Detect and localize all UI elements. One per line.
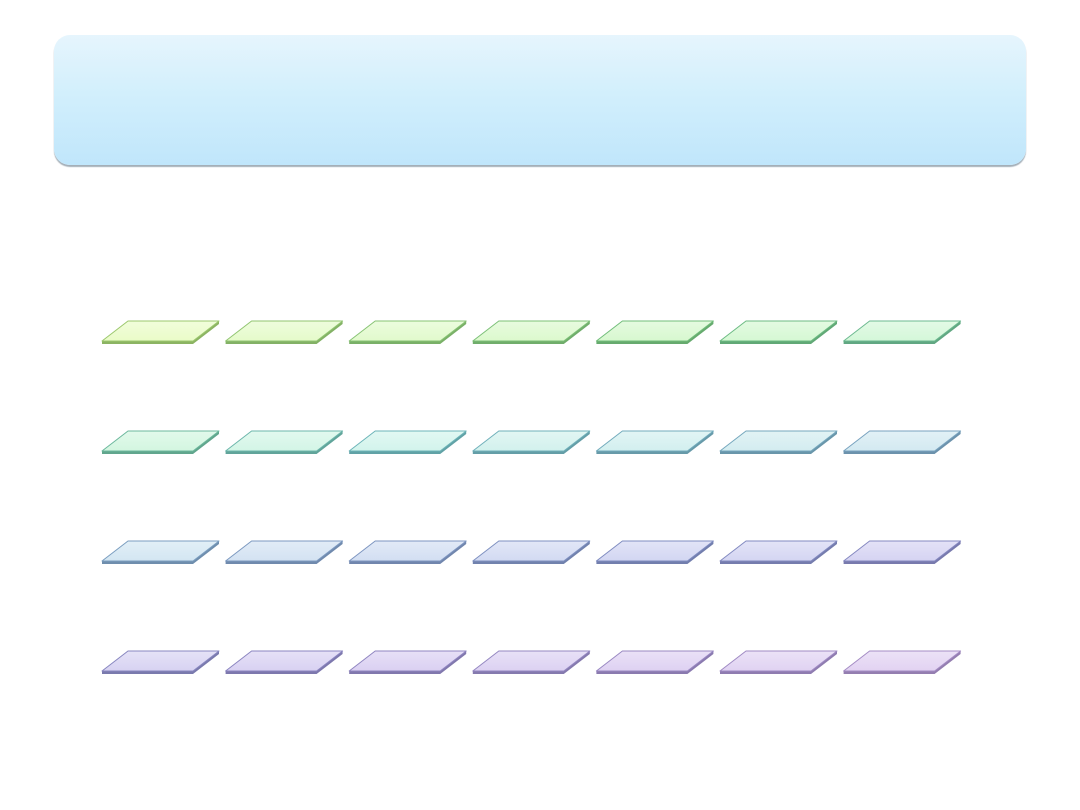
- parallelogram-tile-face: [472, 320, 591, 342]
- parallelogram-tile-edge: [102, 541, 219, 564]
- parallelogram-tile-edge: [843, 321, 961, 344]
- parallelogram-tile-r2-c7: [843, 430, 962, 454]
- parallelogram-tile-face: [225, 650, 344, 672]
- parallelogram-tile-face: [472, 430, 591, 452]
- parallelogram-tile-face: [843, 320, 962, 342]
- parallelogram-tile-face: [595, 540, 714, 562]
- parallelogram-tile-edge: [472, 321, 590, 344]
- parallelogram-tile-r3-c3: [348, 540, 467, 564]
- parallelogram-tile-r1-c3: [348, 320, 467, 344]
- parallelogram-tile-face: [225, 540, 344, 562]
- parallelogram-tile-face: [843, 430, 962, 452]
- parallelogram-tile-r2-c1: [101, 430, 220, 454]
- parallelogram-tile-edge: [472, 541, 590, 564]
- parallelogram-tile-edge: [843, 541, 961, 564]
- parallelogram-tile-r4-c4: [472, 650, 591, 674]
- parallelogram-tile-r2-c4: [472, 430, 591, 454]
- parallelogram-tile-r4-c1: [101, 650, 220, 674]
- parallelogram-tile-face: [472, 650, 591, 672]
- parallelogram-tile-r1-c1: [101, 320, 220, 344]
- parallelogram-tile-face: [719, 650, 838, 672]
- parallelogram-tile-edge: [720, 321, 837, 344]
- parallelogram-tile-r2-c3: [348, 430, 467, 454]
- parallelogram-tile-edge: [102, 431, 219, 454]
- parallelogram-tile-face: [595, 320, 714, 342]
- parallelogram-tile-face: [101, 540, 220, 562]
- parallelogram-tile-edge: [720, 651, 837, 674]
- parallelogram-tile-face: [101, 430, 220, 452]
- parallelogram-tile-edge: [102, 321, 219, 344]
- parallelogram-tile-edge: [720, 541, 837, 564]
- parallelogram-tile-face: [101, 320, 220, 342]
- parallelogram-tile-edge: [596, 431, 714, 454]
- parallelogram-tile-r1-c6: [719, 320, 838, 344]
- parallelogram-tile-edge: [596, 541, 714, 564]
- parallelogram-tile-face: [595, 650, 714, 672]
- parallelogram-tile-face: [843, 540, 962, 562]
- parallelogram-tile-r1-c4: [472, 320, 591, 344]
- parallelogram-tile-edge: [349, 651, 467, 674]
- parallelogram-tile-edge: [843, 651, 961, 674]
- parallelogram-tile-edge: [472, 431, 590, 454]
- parallelogram-tile-face: [843, 650, 962, 672]
- parallelogram-tile-r3-c1: [101, 540, 220, 564]
- parallelogram-tile-edge: [102, 651, 219, 674]
- parallelogram-tile-edge: [596, 321, 714, 344]
- parallelogram-tile-edge: [720, 431, 837, 454]
- parallelogram-tile-face: [595, 430, 714, 452]
- header-banner: [54, 35, 1026, 165]
- parallelogram-tile-r1-c7: [843, 320, 962, 344]
- parallelogram-tile-edge: [225, 541, 343, 564]
- parallelogram-tile-edge: [472, 651, 590, 674]
- parallelogram-tile-face: [719, 320, 838, 342]
- parallelogram-tile-r4-c5: [595, 650, 714, 674]
- parallelogram-tile-face: [225, 430, 344, 452]
- parallelogram-tile-face: [472, 540, 591, 562]
- parallelogram-tile-r3-c6: [719, 540, 838, 564]
- parallelogram-tile-face: [719, 540, 838, 562]
- parallelogram-tile-edge: [225, 321, 343, 344]
- parallelogram-tile-r4-c2: [225, 650, 344, 674]
- parallelogram-tile-face: [348, 430, 467, 452]
- parallelogram-tile-edge: [843, 431, 961, 454]
- parallelogram-tile-face: [101, 650, 220, 672]
- parallelogram-tile-face: [348, 320, 467, 342]
- parallelogram-tile-r2-c5: [595, 430, 714, 454]
- parallelogram-tile-edge: [225, 431, 343, 454]
- parallelogram-tile-r2-c2: [225, 430, 344, 454]
- parallelogram-tile-r4-c7: [843, 650, 962, 674]
- parallelogram-tile-edge: [349, 541, 467, 564]
- parallelogram-tile-r3-c2: [225, 540, 344, 564]
- parallelogram-tile-r3-c4: [472, 540, 591, 564]
- parallelogram-tile-edge: [596, 651, 714, 674]
- parallelogram-tile-face: [719, 430, 838, 452]
- parallelogram-tile-r2-c6: [719, 430, 838, 454]
- parallelogram-tile-face: [348, 540, 467, 562]
- parallelogram-tile-r4-c3: [348, 650, 467, 674]
- parallelogram-tile-face: [225, 320, 344, 342]
- parallelogram-tile-face: [348, 650, 467, 672]
- parallelogram-tile-r4-c6: [719, 650, 838, 674]
- parallelogram-tile-edge: [225, 651, 343, 674]
- parallelogram-tile-r1-c5: [595, 320, 714, 344]
- parallelogram-tile-r1-c2: [225, 320, 344, 344]
- parallelogram-tile-r3-c7: [843, 540, 962, 564]
- parallelogram-tile-edge: [349, 431, 467, 454]
- parallelogram-tile-r3-c5: [595, 540, 714, 564]
- parallelogram-tile-edge: [349, 321, 467, 344]
